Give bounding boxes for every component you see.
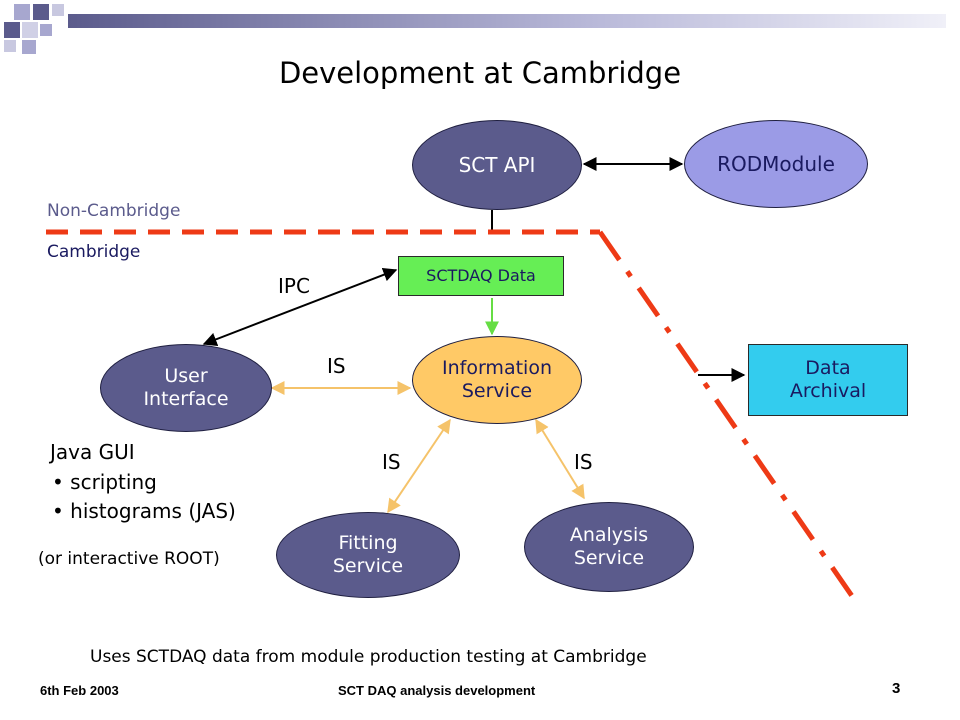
footer-title: SCT DAQ analysis development: [338, 683, 536, 698]
interactive-root-note: (or interactive ROOT): [38, 549, 220, 569]
ipc-arrow: [202, 267, 398, 347]
cambridge-label: Cambridge: [47, 242, 141, 262]
info-fitting-arrow: [387, 418, 451, 514]
footer-page-number: 3: [892, 680, 901, 697]
java-gui-note: Java GUI: [50, 440, 135, 464]
boundary-diagonal: [597, 230, 855, 598]
rodmodule-node: RODModule: [684, 120, 868, 208]
is-fitting-label: IS: [382, 450, 401, 474]
uses-sctdaq-note: Uses SCTDAQ data from module production …: [90, 647, 647, 667]
information-service-node: Information Service: [412, 336, 582, 424]
fitting-service-node: Fitting Service: [276, 512, 460, 598]
info-analysis-arrow: [535, 418, 585, 500]
footer-date: 6th Feb 2003: [40, 683, 119, 698]
bullet-histograms: • histograms (JAS): [52, 499, 236, 523]
is-ui-label: IS: [327, 354, 346, 378]
user-interface-node: User Interface: [100, 344, 272, 432]
bullet-scripting: • scripting: [52, 470, 157, 494]
sct-api-node: SCT API: [412, 120, 582, 210]
ipc-label: IPC: [278, 274, 310, 298]
is-analysis-label: IS: [574, 450, 593, 474]
bullet-histograms-text: histograms (JAS): [70, 499, 236, 523]
header-bar: [68, 14, 946, 28]
sctdaq-data-box: SCTDAQ Data: [398, 256, 564, 296]
slide-title: Development at Cambridge: [278, 56, 682, 90]
bullet-scripting-text: scripting: [70, 470, 157, 494]
non-cambridge-label: Non-Cambridge: [47, 201, 181, 221]
analysis-service-node: Analysis Service: [524, 502, 694, 592]
data-archival-box: Data Archival: [748, 344, 908, 416]
